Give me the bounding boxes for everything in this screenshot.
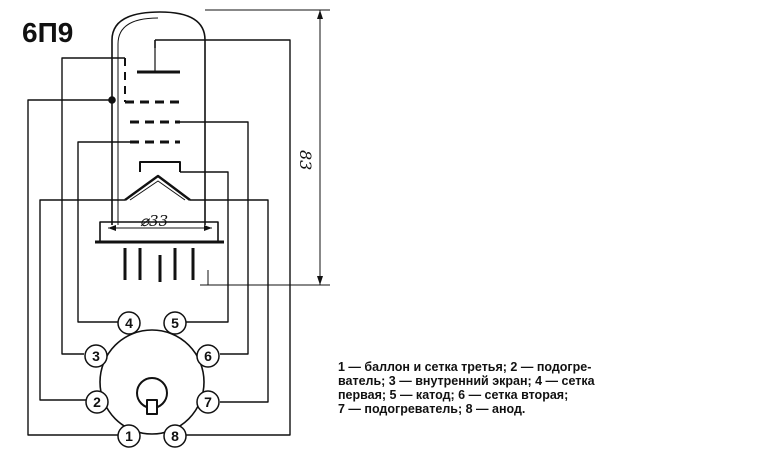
pin-label-8: 8 [171,428,179,444]
legend-line: 1 — баллон и сетка третья; 2 — подогре- [338,360,592,374]
pin-label-3: 3 [92,348,100,364]
diameter-dimension: ⌀33 [140,212,168,230]
pin-8 [163,424,187,448]
tube-envelope [111,11,206,225]
pin-7 [196,390,220,414]
legend-line: 7 — подогреватель; 8 — анод. [338,402,526,416]
legend-line: первая; 5 — катод; 6 — сетка вторая; [338,388,569,402]
pin-legend: 1 — баллон и сетка третья; 2 — подогре- … [338,360,768,416]
tube-type-label: 6П9 [22,17,73,48]
pin-6 [196,344,220,368]
socket-pins [84,311,220,448]
height-dimension: 83 [296,150,315,170]
pin-5 [163,311,187,335]
socket-body [99,329,205,435]
pin-2 [85,390,109,414]
pin-label-7: 7 [204,394,212,410]
base-pins [123,248,195,282]
pin-3 [84,344,108,368]
pin-4 [117,311,141,335]
pin-label-5: 5 [171,315,179,331]
cathode-electrode [139,161,181,172]
pin-label-2: 2 [93,394,101,410]
pin-label-4: 4 [125,315,133,331]
pin-label-6: 6 [204,348,212,364]
heater-element [124,174,191,201]
pin-1 [117,424,141,448]
legend-line: ватель; 3 — внутренний экран; 4 — сетка [338,374,595,388]
pin-label-1: 1 [125,428,133,444]
socket-key [136,377,168,415]
